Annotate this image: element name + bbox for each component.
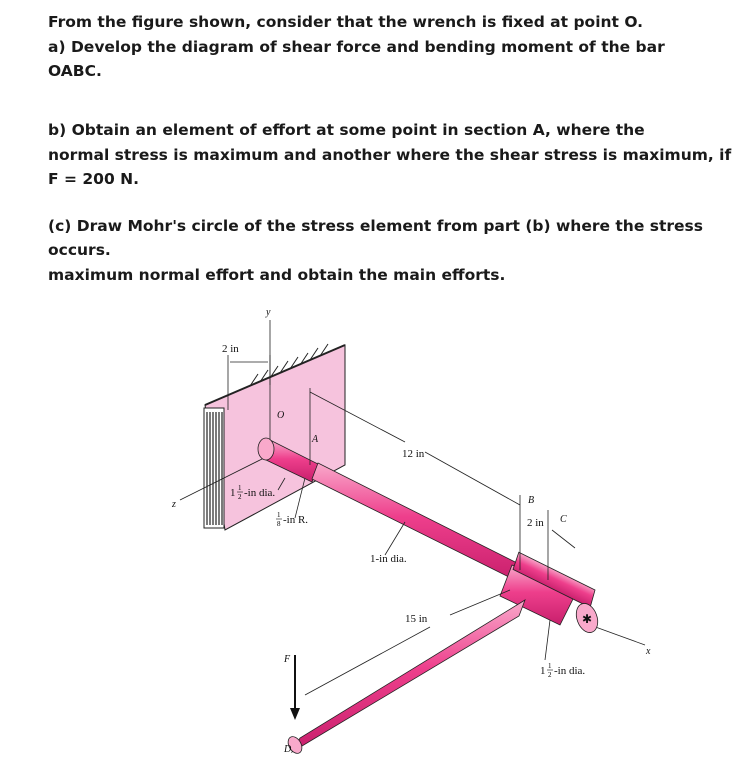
z-axis-label: z: [171, 499, 176, 510]
rod-oabc: ✱: [257, 437, 599, 633]
label-radius: 1 8 -in R.: [276, 511, 308, 528]
question-part-c-line3: maximum normal effort and obtain the mai…: [48, 266, 506, 284]
force-f-arrow: [290, 655, 300, 720]
wrench-figure: y z x 2 in ✱ O A B C D: [171, 307, 651, 755]
question-part-a-line2: OABC.: [48, 62, 102, 80]
label-point-c: C: [560, 514, 567, 525]
svg-text:2: 2: [548, 671, 552, 679]
y-axis-label: y: [265, 307, 271, 318]
svg-text:1: 1: [230, 487, 236, 499]
svg-text:1: 1: [238, 484, 242, 492]
label-2in-right: 2 in: [527, 517, 544, 529]
question-part-a-line1: a) Develop the diagram of shear force an…: [48, 38, 665, 56]
label-point-o: O: [277, 410, 284, 421]
question-intro: From the figure shown, consider that the…: [48, 13, 644, 31]
label-2in-top: 2 in: [222, 343, 239, 355]
svg-text:8: 8: [277, 520, 281, 528]
question-part-b-line2: normal stress is maximum and another whe…: [48, 146, 732, 164]
question-part-c-line1: (c) Draw Mohr's circle of the stress ele…: [48, 217, 703, 235]
dimension-lines: [277, 388, 576, 696]
label-1in-dia: 1-in dia.: [370, 553, 407, 565]
label-point-a: A: [311, 434, 319, 445]
svg-text:-in dia.: -in dia.: [244, 487, 275, 499]
label-dia-left: 1 1 2 -in dia.: [230, 484, 275, 501]
svg-text:✱: ✱: [582, 612, 592, 626]
question-part-c-line2: occurs.: [48, 241, 111, 259]
svg-text:1: 1: [277, 511, 281, 519]
label-point-b: B: [528, 495, 534, 506]
label-force-f: F: [283, 654, 291, 665]
label-point-d: D: [283, 744, 292, 755]
label-12in: 12 in: [402, 448, 425, 460]
svg-text:1: 1: [540, 665, 546, 677]
question-part-b-line3: F = 200 N.: [48, 170, 139, 188]
fixed-wall: [203, 343, 346, 531]
label-15in: 15 in: [405, 613, 428, 625]
svg-text:-in dia.: -in dia.: [554, 665, 585, 677]
label-dia-right: 1 1 2 -in dia.: [540, 662, 585, 679]
rod-handle-d: [287, 599, 526, 754]
svg-text:1: 1: [548, 662, 552, 670]
svg-text:-in R.: -in R.: [283, 514, 308, 526]
dimension-2in-top: [227, 355, 271, 410]
question-part-b-line1: b) Obtain an element of effort at some p…: [48, 121, 645, 139]
svg-text:2: 2: [238, 493, 242, 501]
x-axis-label: x: [645, 646, 651, 657]
